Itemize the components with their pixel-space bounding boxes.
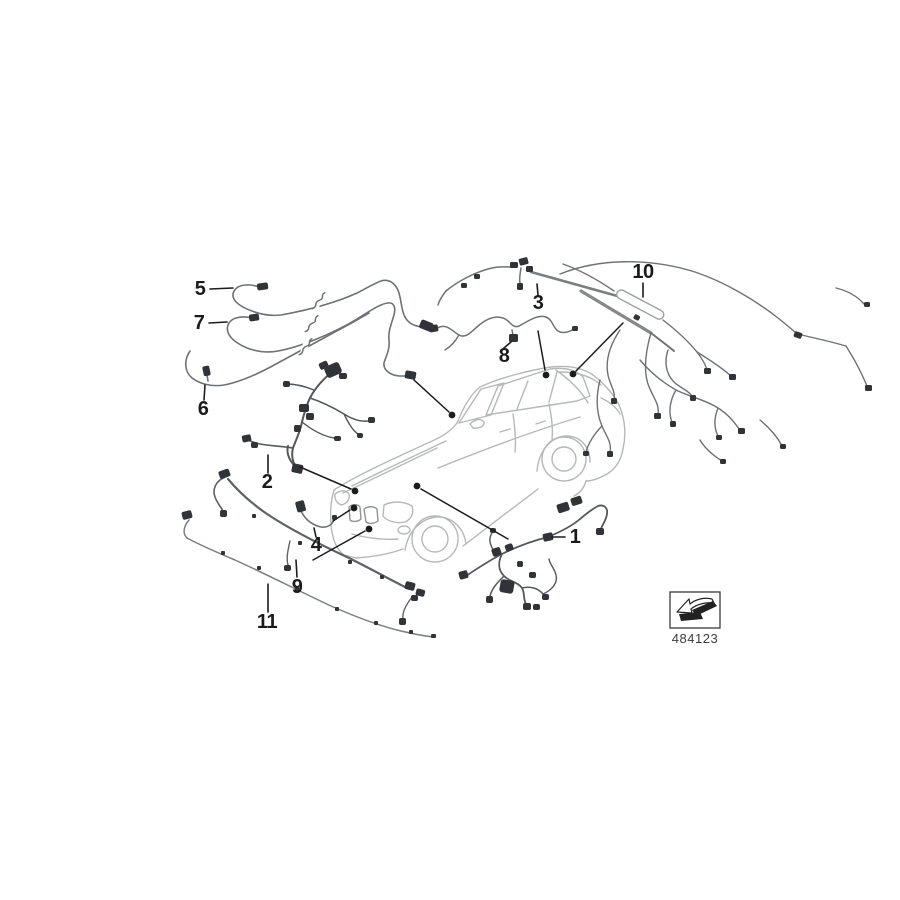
stamp-box bbox=[669, 591, 721, 629]
harness-6-drawing bbox=[184, 312, 370, 387]
callout-9[interactable]: 9 bbox=[291, 576, 303, 598]
callout-6[interactable]: 6 bbox=[197, 398, 209, 420]
callout-3[interactable]: 3 bbox=[532, 292, 544, 314]
harness-4-drawing bbox=[295, 500, 337, 528]
harness-8-drawing bbox=[428, 315, 578, 351]
harness-3-drawing bbox=[437, 257, 623, 306]
callout-4[interactable]: 4 bbox=[310, 534, 322, 556]
callout-2[interactable]: 2 bbox=[261, 471, 273, 493]
harness-7-drawing bbox=[226, 302, 417, 380]
harness-11-drawing bbox=[181, 510, 436, 638]
harness-10-drawing bbox=[559, 261, 872, 464]
callout-11[interactable]: 11 bbox=[256, 611, 278, 633]
callout-8[interactable]: 8 bbox=[498, 345, 510, 367]
leader-lines bbox=[299, 322, 624, 561]
callout-1[interactable]: 1 bbox=[569, 526, 581, 548]
callout-10[interactable]: 10 bbox=[632, 261, 654, 283]
harness-9-drawing bbox=[213, 468, 426, 625]
harness-1-drawing bbox=[458, 495, 609, 610]
wire-break-marks bbox=[298, 289, 326, 359]
harness-5-drawing bbox=[232, 279, 434, 332]
replacement-arrow-icon bbox=[676, 597, 717, 621]
diagram-part-number: 484123 bbox=[671, 631, 719, 646]
callout-5[interactable]: 5 bbox=[194, 278, 206, 300]
car-outline bbox=[329, 365, 626, 563]
callout-leader-lines bbox=[203, 282, 644, 613]
harness-2-drawing bbox=[241, 360, 375, 474]
callout-7[interactable]: 7 bbox=[193, 312, 205, 334]
